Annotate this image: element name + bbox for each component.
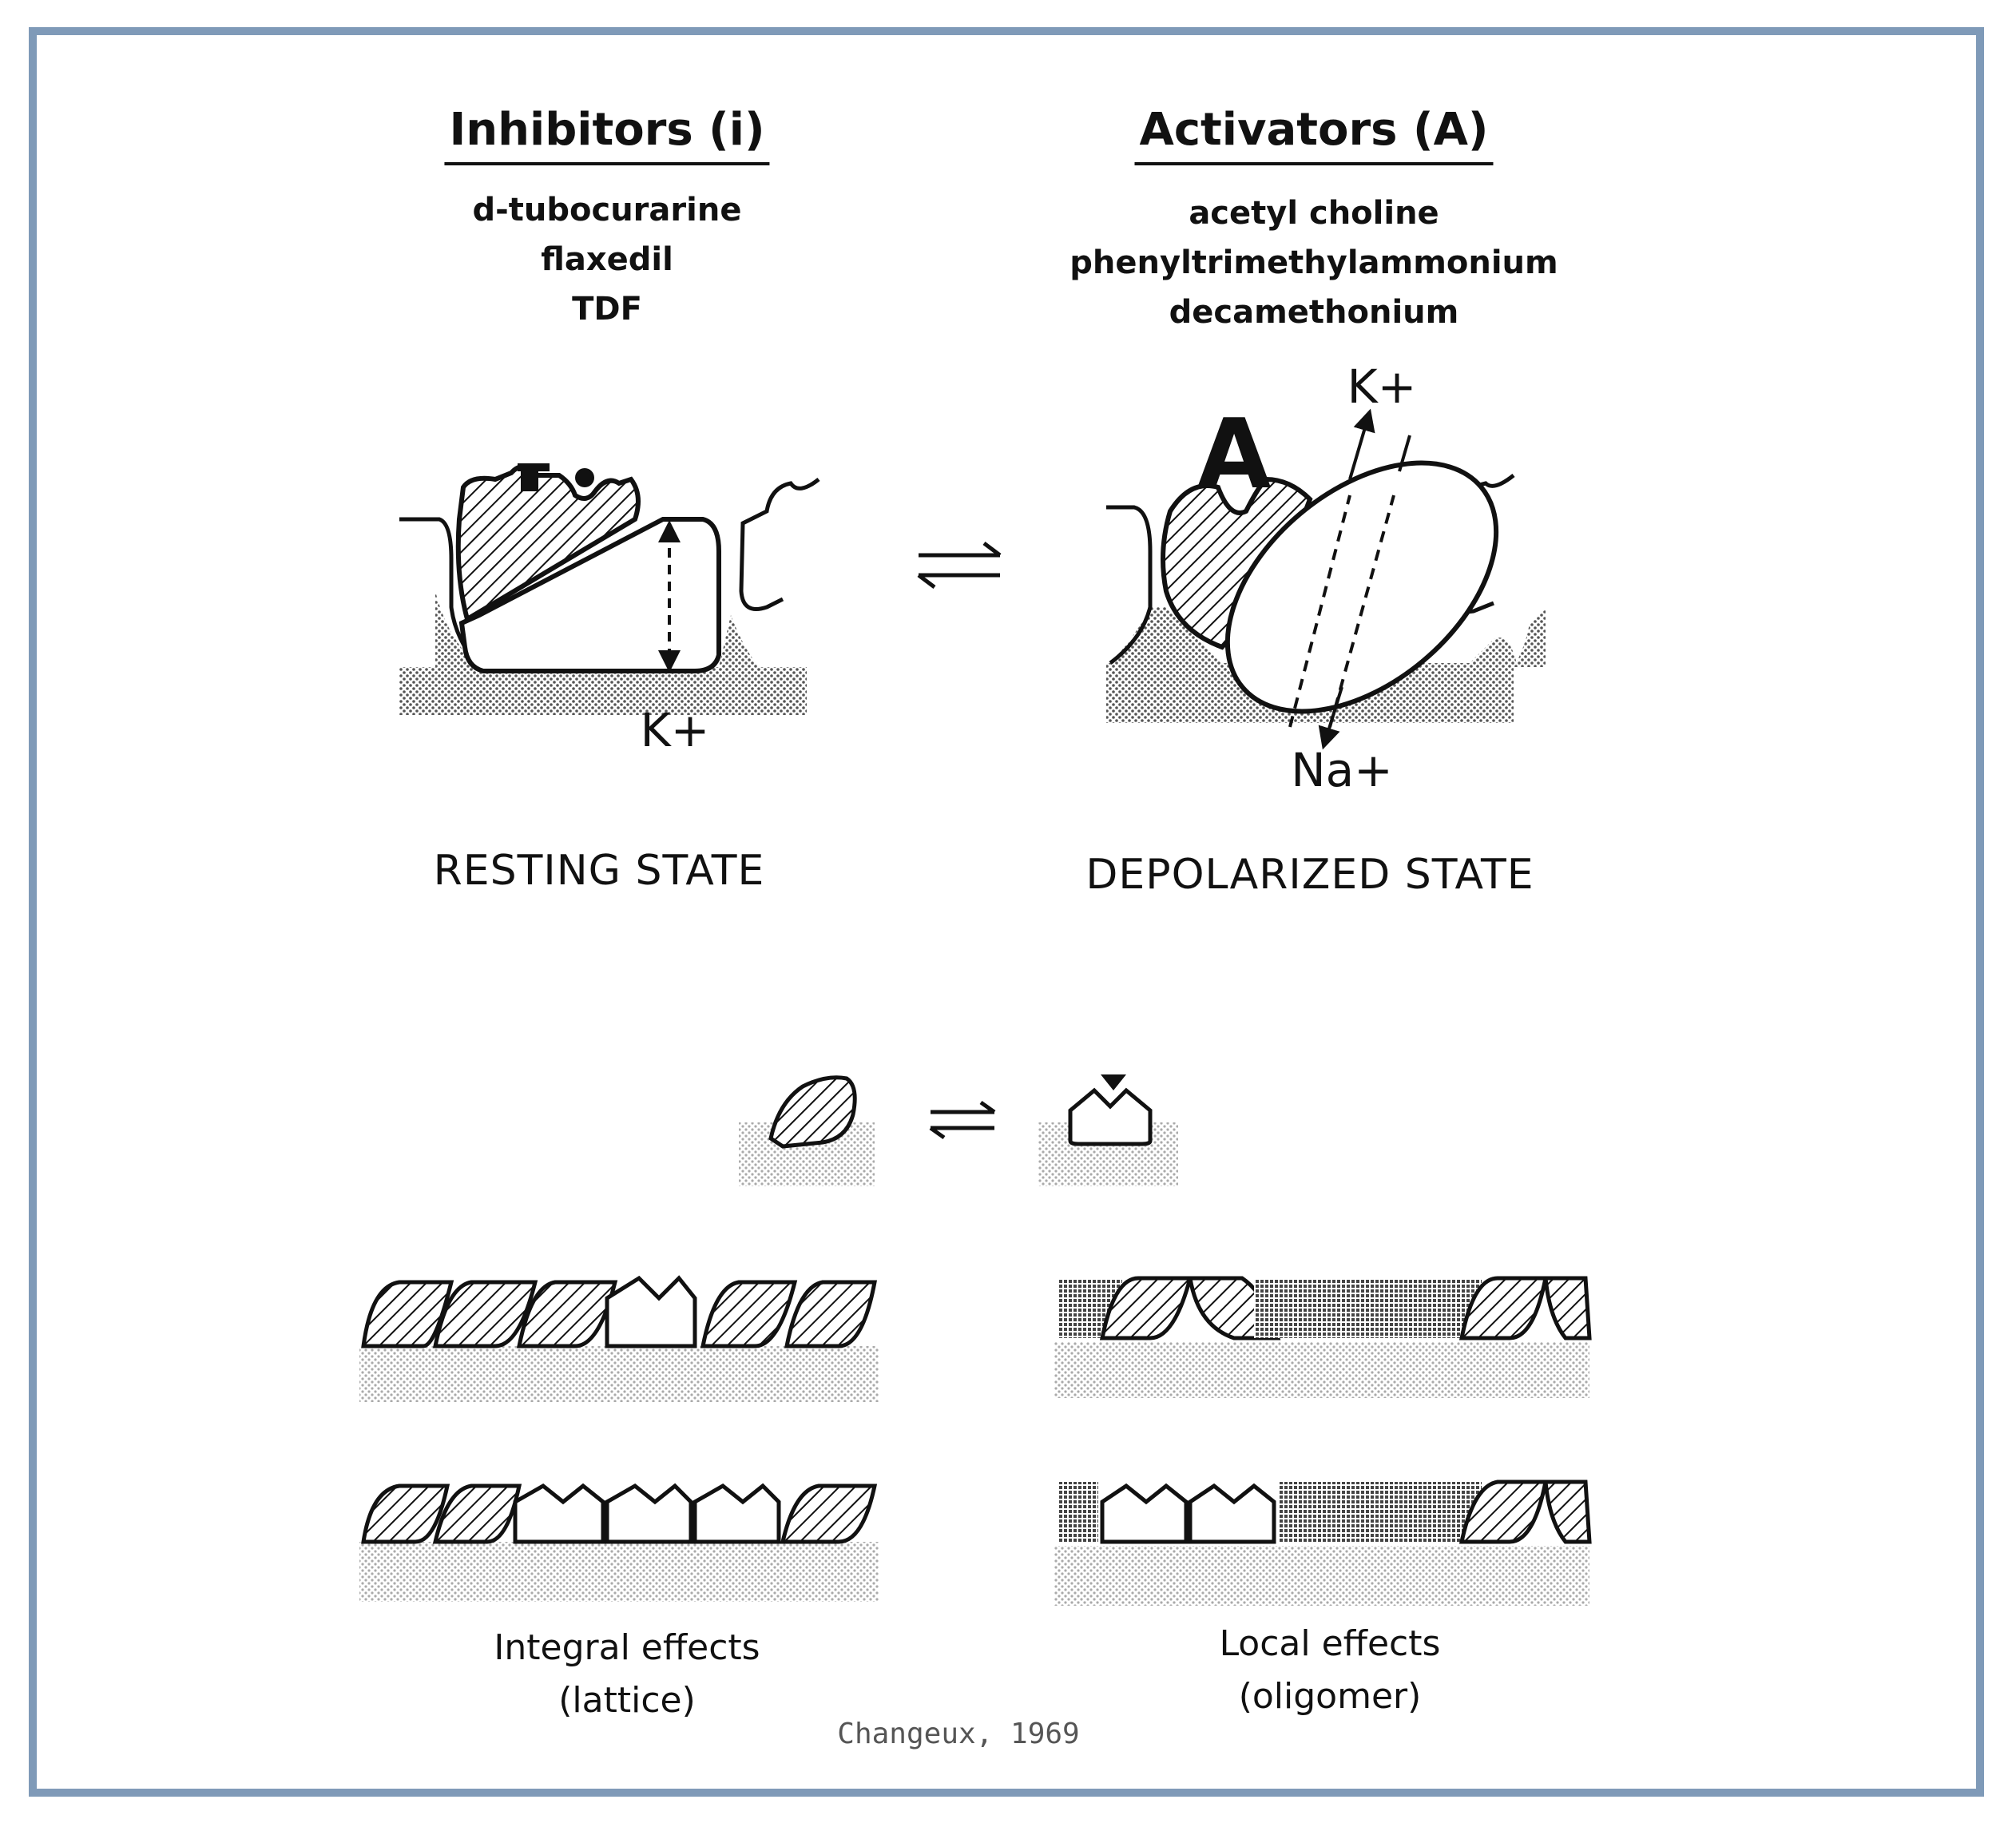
inhibitors-heading: Inhibitors (i) xyxy=(444,104,770,165)
figure-frame xyxy=(29,27,1984,1797)
inhibitors-list: d-tubocurarine flaxedil TDF xyxy=(473,185,742,334)
integral-effects-caption: Integral effects (lattice) xyxy=(494,1622,760,1727)
local-effects-caption: Local effects (oligomer) xyxy=(1220,1618,1441,1723)
activators-list: acetyl choline phenyltrimethylammonium d… xyxy=(1070,189,1558,337)
inhibitor-item: TDF xyxy=(572,291,642,328)
inhibitor-item: d-tubocurarine xyxy=(472,192,742,228)
equilibrium-arrows-icon xyxy=(917,542,1002,589)
lattice-row-1 xyxy=(359,1275,879,1402)
integral-effects-subtitle: (lattice) xyxy=(558,1680,696,1721)
depolarized-state-label: DEPOLARIZED STATE xyxy=(1085,851,1534,899)
citation: Changeux, 1969 xyxy=(837,1718,1080,1750)
lattice-row-2 xyxy=(359,1483,879,1602)
local-effects-subtitle: (oligomer) xyxy=(1238,1676,1422,1717)
oligomer-row-2 xyxy=(1054,1479,1592,1606)
activator-item: decamethonium xyxy=(1169,294,1459,331)
resting-ion-label: K+ xyxy=(640,703,710,757)
integral-effects-title: Integral effects xyxy=(494,1627,760,1668)
activator-item: acetyl choline xyxy=(1189,195,1439,232)
activators-heading: Activators (A) xyxy=(1134,104,1494,165)
ion-in-label: Na+ xyxy=(1291,743,1393,797)
depolarized-receptor xyxy=(1106,408,1546,750)
inhibitor-item: flaxedil xyxy=(541,241,673,278)
resting-receptor xyxy=(399,463,820,715)
ion-out-label: K+ xyxy=(1347,359,1417,414)
oligomer-row-1 xyxy=(1054,1276,1592,1398)
activator-ligand-label: A xyxy=(1197,399,1272,510)
local-effects-title: Local effects xyxy=(1219,1623,1441,1664)
resting-state-label: RESTING STATE xyxy=(433,847,765,895)
activator-item: phenyltrimethylammonium xyxy=(1070,244,1558,281)
small-equilibrium xyxy=(739,1074,1178,1186)
